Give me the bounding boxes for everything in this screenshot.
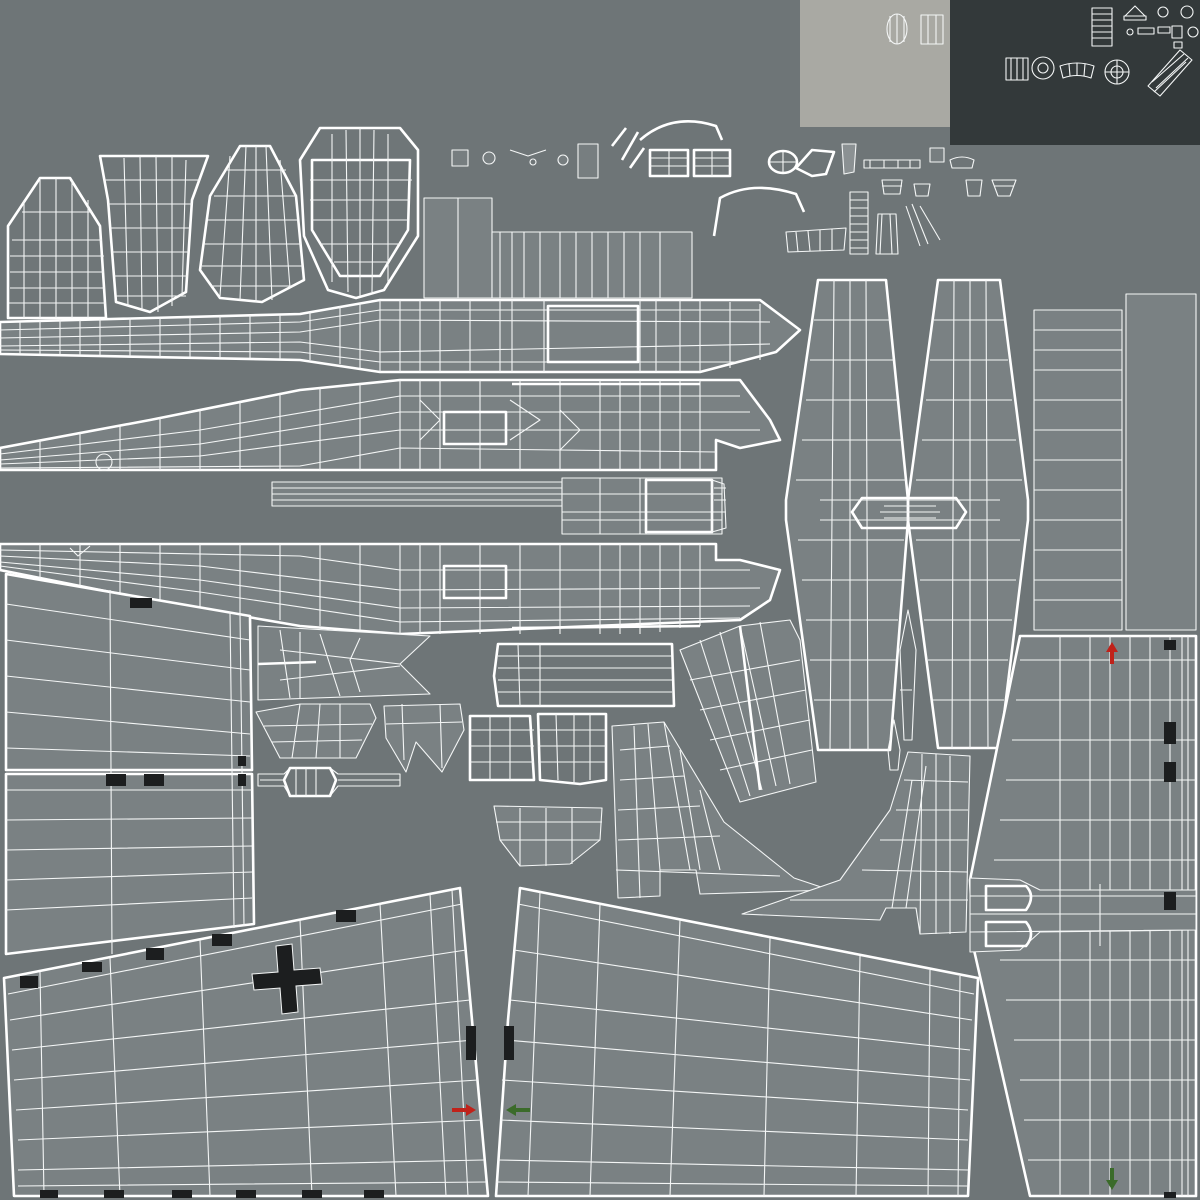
bottom-left-markings — [20, 910, 476, 1198]
shell-piece-2 — [98, 154, 210, 314]
small-parts-dark-block — [1005, 5, 1199, 97]
balkenkreuz-icon — [251, 943, 323, 1015]
arrow-right-icon — [452, 1104, 476, 1116]
light-gray-block — [800, 0, 950, 127]
fuselage-top-strip — [0, 298, 802, 374]
shell-piece-3 — [198, 144, 306, 304]
fuselage-side-panel-lower — [0, 542, 782, 636]
fuselage-shell-pieces — [6, 126, 420, 320]
right-tall-strips — [1033, 293, 1197, 631]
stabilizer-panels — [784, 278, 1030, 771]
fin-pieces-center — [611, 619, 971, 935]
wing-markings — [106, 598, 246, 786]
wing-panel-bottom-left — [2, 886, 490, 1198]
arrow-down-icon — [1106, 1168, 1118, 1190]
wing-panel-left-upper — [4, 572, 256, 956]
wing-panel-right-vertical — [968, 634, 1198, 1198]
dark-gray-block — [950, 0, 1200, 145]
arrow-left-icon — [506, 1104, 530, 1116]
fuselage-middle-strips — [271, 477, 727, 535]
small-parts-top-center — [423, 120, 1017, 299]
arrow-up-icon — [1106, 642, 1118, 664]
right-wing-markings — [1164, 640, 1176, 1198]
shell-piece-1 — [6, 176, 108, 320]
bottom-right-markings — [504, 1026, 514, 1060]
small-parts-light-block — [886, 13, 944, 45]
shell-piece-4 — [298, 126, 420, 300]
fuselage-side-panel-upper — [0, 378, 782, 472]
wing-panel-bottom-right — [494, 886, 980, 1198]
center-small-parts — [255, 625, 676, 867]
